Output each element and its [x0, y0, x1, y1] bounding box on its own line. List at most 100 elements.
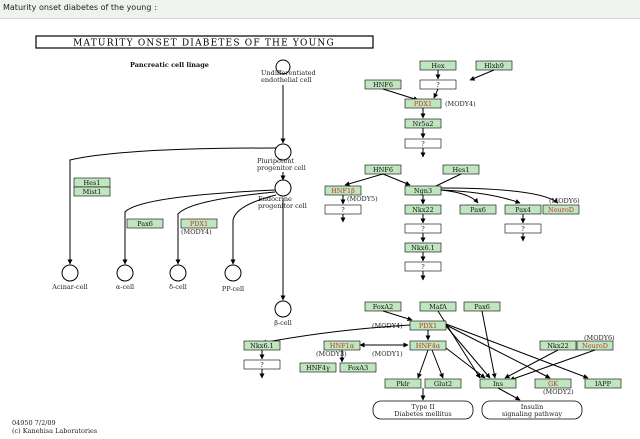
arrow-ngn3-neurod	[440, 187, 559, 204]
arrow-hnf6-ngn3	[382, 173, 411, 186]
alpha-cell	[116, 264, 134, 282]
unknown-3: ?	[341, 206, 345, 214]
pluripotent-cell	[274, 143, 292, 161]
beta-label: β-cell	[274, 319, 292, 327]
gene-pax4-label: Pax4	[515, 206, 531, 214]
gene-pklr[interactable]	[384, 378, 422, 389]
arrow-pdx1-nkx61	[261, 324, 411, 345]
diagram-title: MATURITY ONSET DIABETES OF THE YOUNG	[73, 39, 335, 49]
gene-pax6-bot-label: Pax6	[474, 303, 490, 311]
undifferentiated-cell	[275, 59, 291, 75]
unknown-4: ?	[521, 225, 525, 233]
arrow-ngn3-pax4	[440, 189, 521, 204]
gene-mafa-label: MafA	[429, 303, 447, 311]
gene-gk-label: GK	[548, 380, 558, 388]
type2-label-2: Diabetes mellitus	[394, 410, 451, 418]
gene-nkx22-bot-label: Nkx22	[547, 342, 569, 350]
arrow-pax6-ins	[481, 310, 497, 379]
pluri-label-1: Pluripotent	[257, 157, 295, 165]
beta-cell	[274, 300, 292, 318]
gene-pax6-left[interactable]	[126, 218, 164, 229]
gene-ngn3-label: Ngn3	[414, 187, 432, 195]
gene-hex-label: Hex	[431, 62, 445, 70]
footer-id: 04950 7/2/09	[12, 419, 56, 427]
delta-cell	[169, 264, 187, 282]
gene-mist1-label: Mist1	[83, 188, 102, 196]
arrow-pdx1-iapp	[445, 323, 589, 379]
arrow-pdx1-ins	[445, 325, 491, 379]
insulin-label-1: Insulin	[521, 403, 544, 411]
gene-nkx61-bot-label: Nkx6.1	[250, 342, 274, 350]
mody6-bot: (MODY6)	[584, 334, 615, 342]
gene-foxa3[interactable]	[339, 362, 377, 373]
gene-neurod-bot-label: NeuroD	[582, 342, 608, 350]
arrow-hnf6-hnf1b	[344, 173, 384, 187]
gene-glut2[interactable]	[424, 378, 462, 389]
gene-hnf1b-label: HNF1β	[331, 187, 355, 195]
arrow-hnf4a-ins	[445, 347, 486, 379]
mody3: (MODY3)	[316, 350, 347, 358]
gene-pklr-label: Pklr	[396, 380, 410, 388]
undiff-label-2: endothelial cell	[261, 76, 312, 84]
endo-label-1: Endocrine	[258, 195, 292, 203]
gene-foxa3-label: FoxA3	[348, 364, 369, 372]
arrow-endo-delta	[175, 191, 276, 265]
gene-glut2-label: Glut2	[434, 380, 452, 388]
gene-hes1-left-label: Hes1	[84, 179, 101, 187]
gene-pdx1-top-label: PDX1	[414, 100, 432, 108]
gene-hlxb9-label: Hlxb9	[484, 62, 504, 70]
gene-pdx1-left[interactable]	[180, 218, 218, 229]
arrow-ngn3-pax6	[440, 189, 479, 204]
arrow-unk1-pdx1	[433, 88, 439, 99]
endo-label-2: progenitor cell	[258, 202, 307, 210]
arrow-hnf6-pdx1	[382, 88, 419, 102]
arrow-pluri-acinar	[67, 147, 277, 265]
gene-iapp-label: IAPP	[595, 380, 612, 388]
endocrine-cell	[274, 179, 292, 197]
unknown-2: ?	[421, 140, 425, 148]
mody4-top: (MODY4)	[445, 100, 476, 108]
unknown-7: ?	[260, 361, 264, 369]
alpha-label: α-cell	[116, 283, 134, 291]
pp-cell	[224, 264, 242, 282]
gene-neurod-top[interactable]	[542, 204, 580, 215]
mody4-bot: (MODY4)	[372, 322, 403, 330]
unknown-6: ?	[421, 263, 425, 271]
gene-hnf6-mid-label: HNF6	[373, 166, 393, 174]
gene-nr5a2-label: Nr5a2	[413, 120, 434, 128]
acinar-cell	[61, 264, 79, 282]
gene-pax6-mid-label: Pax6	[470, 206, 486, 214]
undiff-label-1: Undifferentiated	[261, 69, 316, 77]
arrow-to-insulin	[497, 387, 521, 401]
mody6-top: (MODY6)	[549, 197, 580, 205]
gene-pax6-left-label: Pax6	[137, 220, 153, 228]
arrow-endo-alpha	[122, 189, 276, 265]
gene-hnf6-top-label: HNF6	[373, 81, 393, 89]
gene-hnf1a-label: HNF1α	[330, 342, 355, 350]
inhibit-hes1-ngn3	[435, 173, 462, 187]
insulin-label-2: signaling pathway	[502, 410, 562, 418]
gene-nkx22-label: Nkx22	[412, 206, 434, 214]
gene-gk[interactable]	[534, 378, 572, 389]
gene-iapp[interactable]	[584, 378, 622, 389]
gene-ins-label: Ins	[493, 380, 503, 388]
pancreatic-lineage-label: Pancreatic cell linage	[130, 61, 209, 69]
gene-mist1[interactable]	[73, 186, 111, 197]
type2-diabetes-box[interactable]	[372, 400, 474, 420]
diagram-title-box	[35, 35, 374, 49]
unknown-5: ?	[421, 225, 425, 233]
gene-pdx1-left-label: PDX1	[190, 220, 208, 228]
gene-neurod-top-label: NeuroD	[548, 206, 574, 214]
insulin-signaling-box[interactable]	[481, 400, 583, 420]
acinar-label: Acinar-cell	[51, 283, 87, 291]
mody2: (MODY2)	[543, 388, 574, 396]
gene-hnf4g[interactable]	[299, 362, 337, 373]
gene-pax6-mid[interactable]	[459, 204, 497, 215]
arrow-nkx22-ins	[504, 349, 559, 379]
gene-hes1-mid-label: Hes1	[453, 166, 470, 174]
gene-nkx61-mid-label: Nkx6.1	[411, 244, 435, 252]
arrow-endo-pp	[230, 194, 277, 265]
mody1: (MODY1)	[372, 350, 403, 358]
arrow-hlxb9	[469, 69, 495, 81]
footer-copyright: (c) Kanehisa Laboratories	[12, 427, 97, 435]
